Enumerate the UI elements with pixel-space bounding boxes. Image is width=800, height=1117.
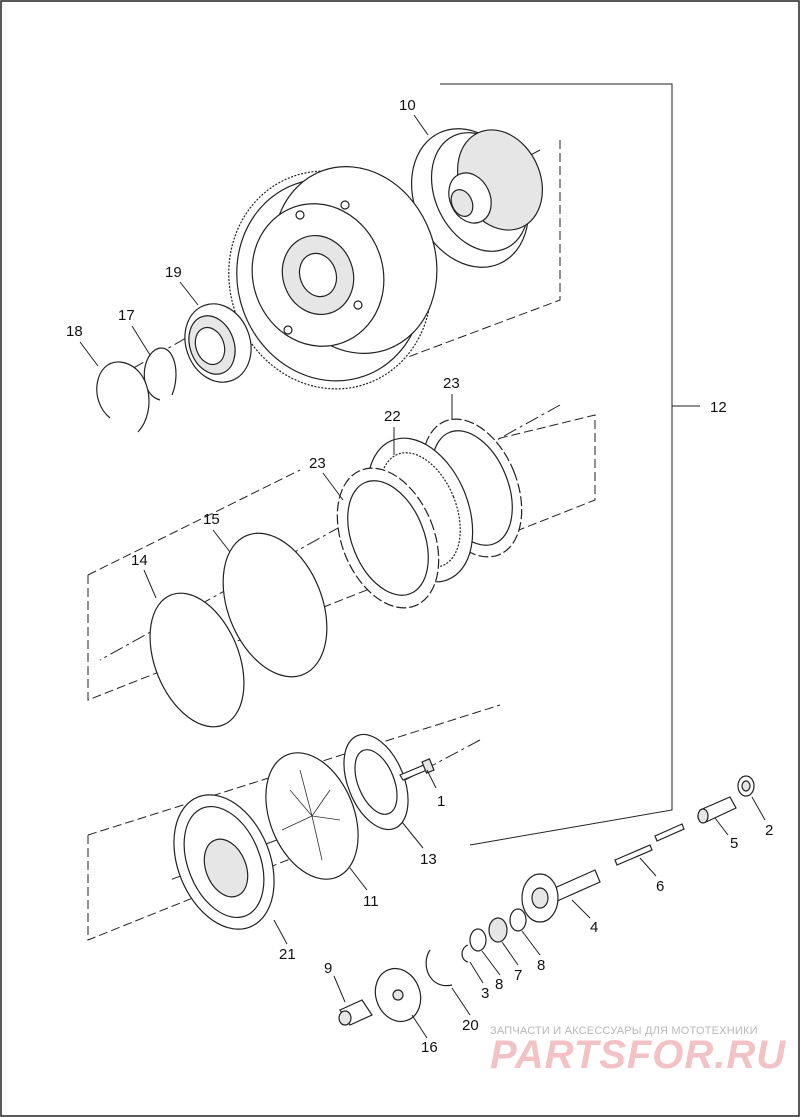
watermark-brand: PARTSFOR.RU	[490, 1033, 786, 1077]
pushrod-bearing-part-4	[521, 869, 601, 923]
label-4: 4	[590, 919, 598, 936]
clutch-shell-ring-gear	[228, 166, 438, 390]
label-13: 13	[420, 851, 437, 868]
adjuster-plate-part-16	[374, 967, 422, 1023]
label-2: 2	[765, 822, 773, 839]
friction-plate-part-23-lower	[336, 467, 440, 609]
pushrod-part-6	[614, 823, 685, 866]
label-9: 9	[324, 960, 332, 977]
label-1: 1	[437, 793, 445, 810]
group-box-middle	[87, 414, 596, 701]
leader-lines	[79, 114, 766, 1039]
retaining-ring-part-17	[143, 347, 177, 401]
label-8-right: 8	[537, 957, 545, 974]
label-6: 6	[656, 878, 664, 895]
pressure-plate-part-21	[173, 794, 275, 930]
label-22: 22	[384, 408, 401, 425]
retaining-ring-part-20	[425, 949, 453, 987]
label-20: 20	[462, 1017, 479, 1034]
label-11: 11	[363, 893, 379, 910]
label-7: 7	[514, 967, 522, 984]
label-18: 18	[66, 323, 83, 340]
label-10: 10	[399, 97, 416, 114]
label-23-lower: 23	[309, 455, 326, 472]
watermark-tagline: ЗАПЧАСТИ И АКСЕССУАРЫ ДЛЯ МОТОТЕХНИКИ	[490, 1025, 758, 1037]
locknut-part-9	[338, 999, 373, 1026]
clutch-hub-part-10	[410, 128, 543, 268]
label-5: 5	[730, 835, 738, 852]
snap-ring-part-18	[96, 361, 150, 433]
part-labels: 10 19 17 18 23 22 23 15 14 12 1 13 11 21…	[66, 97, 773, 1056]
label-3: 3	[481, 985, 489, 1002]
label-14: 14	[131, 552, 148, 569]
diaphragm-spring-part-11	[265, 752, 359, 880]
bearing-part-19	[184, 303, 252, 383]
label-21: 21	[279, 946, 296, 963]
ring-part-14	[149, 592, 245, 728]
bearing-part-7	[488, 917, 508, 943]
washer-part-8-left	[469, 928, 487, 952]
watermark: ЗАПЧАСТИ И АКСЕССУАРЫ ДЛЯ МОТОТЕХНИКИ PA…	[490, 1025, 786, 1077]
bolt-part-1	[399, 758, 435, 781]
label-17: 17	[118, 307, 135, 324]
ring-part-15	[222, 532, 328, 678]
label-16: 16	[421, 1039, 438, 1056]
label-12: 12	[710, 399, 727, 416]
retaining-ring-part-3	[461, 944, 469, 963]
label-8-left: 8	[495, 976, 503, 993]
label-19: 19	[165, 264, 182, 281]
group-box-upper	[399, 140, 561, 361]
adjusting-screw-part-5	[697, 796, 737, 824]
washer-part-8-right	[509, 908, 527, 932]
spring-plate-part-13	[343, 733, 409, 831]
nut-part-2	[737, 775, 755, 797]
assembly-bracket-12	[440, 83, 673, 846]
label-23-upper: 23	[443, 375, 460, 392]
label-15: 15	[203, 511, 220, 528]
